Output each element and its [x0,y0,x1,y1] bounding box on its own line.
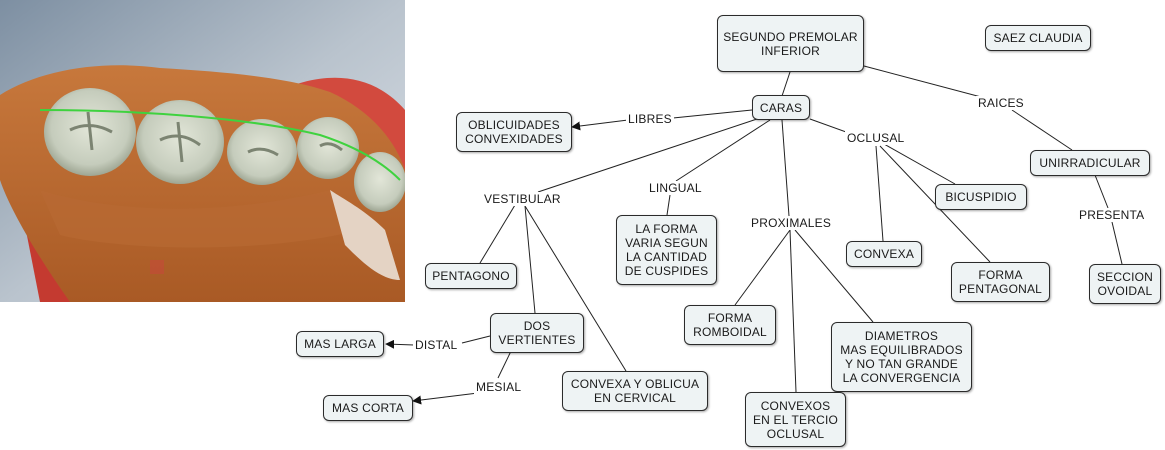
link-raices-unirradicular [1011,109,1073,151]
link-dos-distal [461,335,491,344]
link-distal-maslarga [385,339,415,349]
node-bicuspidio: BICUSPIDIO [935,184,1027,210]
label-oclusal: OCLUSAL [845,131,907,145]
link-caras-proximales [781,119,790,217]
link-dos-mesial [497,348,513,379]
link-caras-lingual [675,119,771,182]
node-unirradicular: UNIRRADICULAR [1030,150,1150,176]
link-lingual-forma [666,194,671,216]
node-dos-vertientes: DOS VERTIENTES [490,313,584,353]
link-proximales-convexos [789,229,797,393]
link-oclusal-bicuspidio [883,143,956,185]
link-oclusal-convexa [875,145,884,242]
link-libres-oblicuidades [571,119,629,131]
node-convexos: CONVEXOS EN EL TERCIO OCLUSAL [745,392,846,447]
node-forma-pentagonal: FORMA PENTAGONAL [951,262,1050,302]
link-caras-libres [672,109,753,119]
label-presenta: PRESENTA [1077,208,1147,222]
link-unirradicular-presenta [1094,174,1109,209]
link-proximales-romboidal [734,229,791,306]
link-caras-vestibular [537,117,761,193]
link-mesial-mascorta [412,392,479,405]
node-forma-varia: LA FORMA VARIA SEGUN LA CANTIDAD DE CUSP… [616,215,717,285]
node-oblicuidades: OBLICUIDADES CONVEXIDADES [456,112,572,152]
label-libres: LIBRES [626,112,674,126]
link-root-caras [781,71,791,97]
node-segundo-premolar: SEGUNDO PREMOLAR INFERIOR [717,15,864,72]
link-vestibular-convexaob [524,205,627,372]
node-seccion-ovoidal: SECCION OVOIDAL [1089,264,1161,304]
node-convexa-oblicua: CONVEXA Y OBLICUA EN CERVICAL [562,371,708,411]
node-saez-claudia: SAEZ CLAUDIA [985,25,1091,51]
label-distal: DISTAL [413,338,460,352]
node-mas-larga: MAS LARGA [296,331,384,357]
node-pentagono: PENTAGONO [425,263,517,289]
node-caras: CARAS [752,95,810,120]
node-forma-romboidal: FORMA ROMBOIDAL [684,305,776,345]
label-proximales: PROXIMALES [749,216,834,230]
label-mesial: MESIAL [474,380,524,394]
label-vestibular: VESTIBULAR [482,192,563,206]
label-raices: RAICES [976,96,1026,110]
link-presenta-seccion [1111,221,1123,265]
link-vestibular-pentagono [479,204,516,264]
tooth-photo [0,0,405,302]
link-proximales-diametros [794,229,874,323]
link-vestibular-dos [524,205,536,314]
node-mas-corta: MAS CORTA [323,395,413,421]
node-diametros: DIAMETROS MAS EQUILIBRADOS Y NO TAN GRAN… [831,322,972,392]
node-convexa: CONVEXA [846,241,922,267]
label-lingual: LINGUAL [647,181,704,195]
